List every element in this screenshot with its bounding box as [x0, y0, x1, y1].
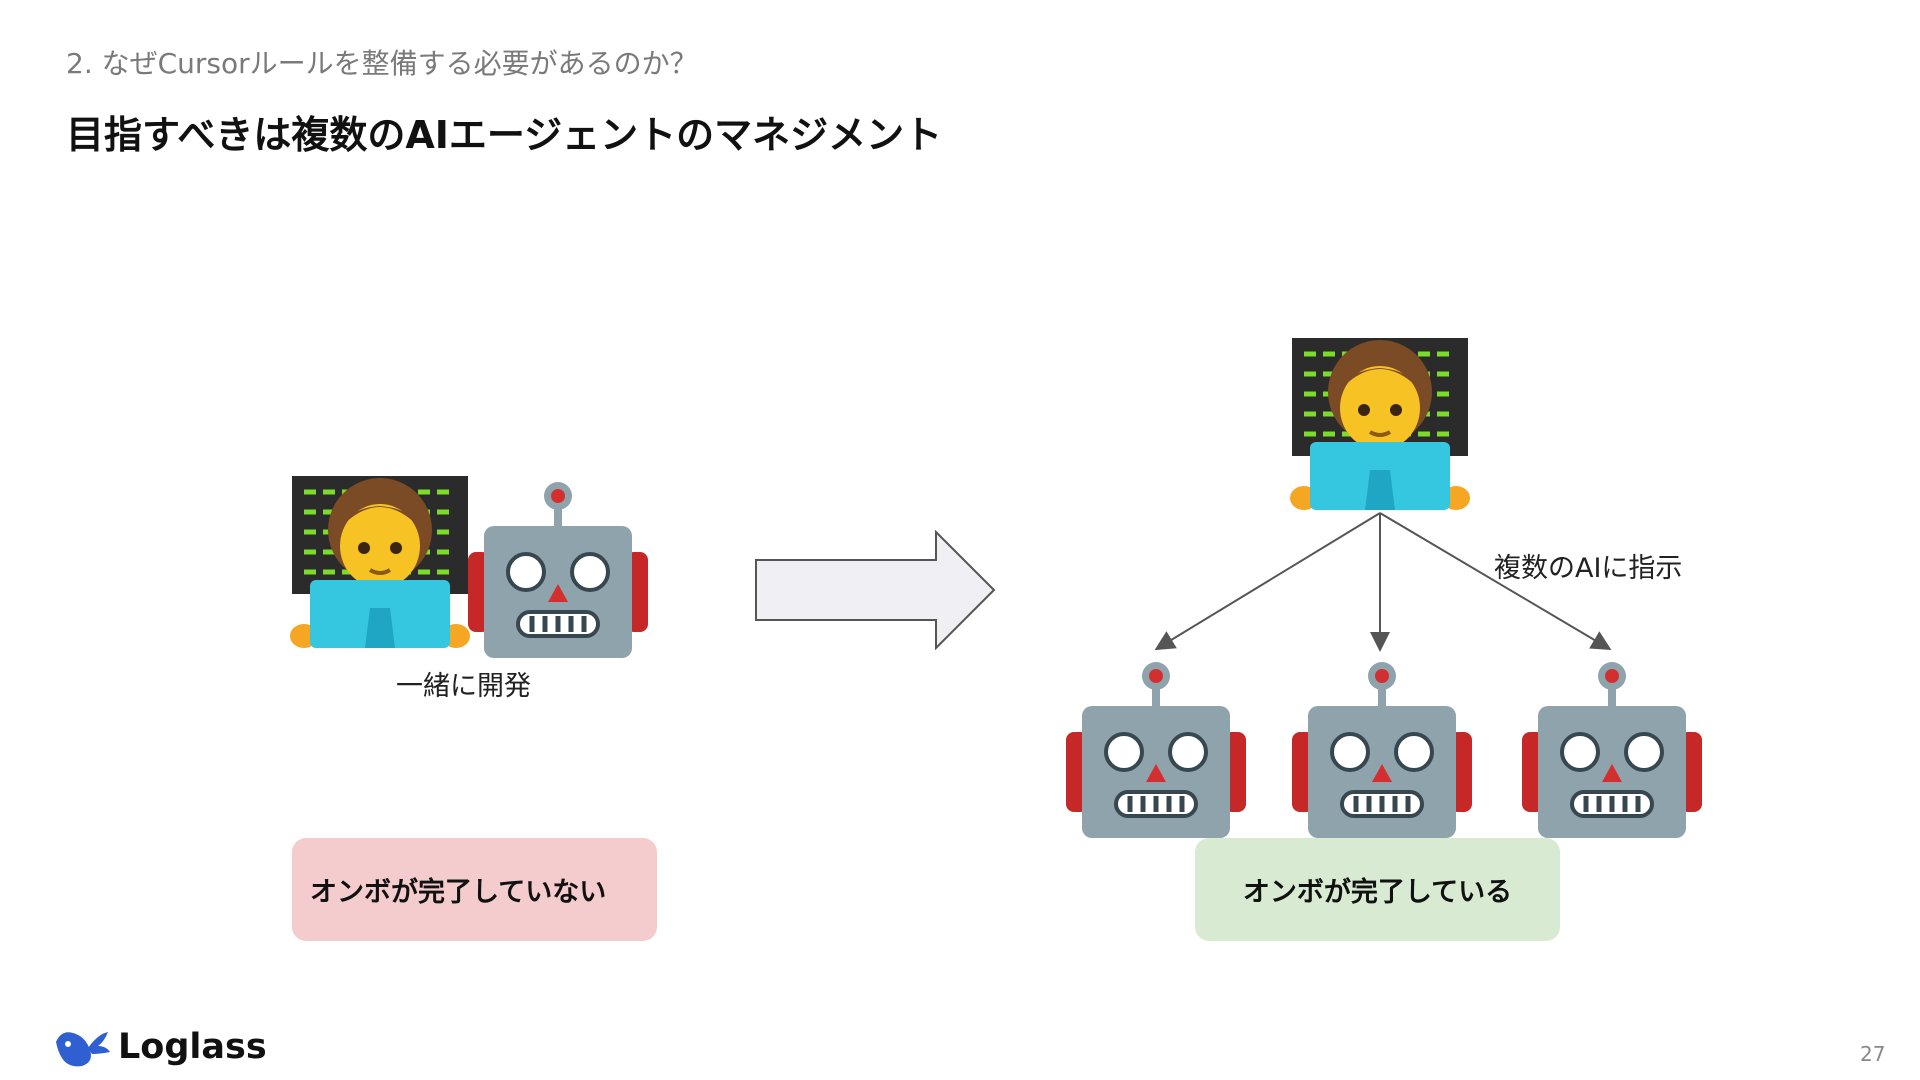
right-arrow-icon: [754, 529, 996, 651]
page-number: 27: [1860, 1042, 1886, 1066]
onboarding-incomplete-label: オンボが完了していない: [310, 877, 607, 908]
brand-logo: Loglass: [52, 1024, 267, 1070]
robot-icon: [1292, 660, 1472, 840]
robot-icon: [1066, 660, 1246, 840]
whale-logo-icon: [56, 1032, 110, 1067]
collaborate-caption: 一緒に開発: [396, 671, 531, 702]
onboarding-complete-label: オンボが完了している: [1242, 877, 1513, 908]
section-heading: 2. なぜCursorルールを整備する必要があるのか？: [66, 47, 698, 80]
onboarding-incomplete-box: オンボが完了していない: [292, 838, 657, 941]
instruction-label: 複数のAIに指示: [1494, 553, 1683, 584]
brand-name: Loglass: [118, 1027, 267, 1067]
robot-icon: [1522, 660, 1702, 840]
onboarding-complete-box: オンボが完了している: [1195, 838, 1560, 941]
connector-right: [1379, 512, 1612, 651]
slide-title: 目指すべきは複数のAIエージェントのマネジメント: [66, 113, 943, 157]
connector-left: [1154, 512, 1381, 651]
